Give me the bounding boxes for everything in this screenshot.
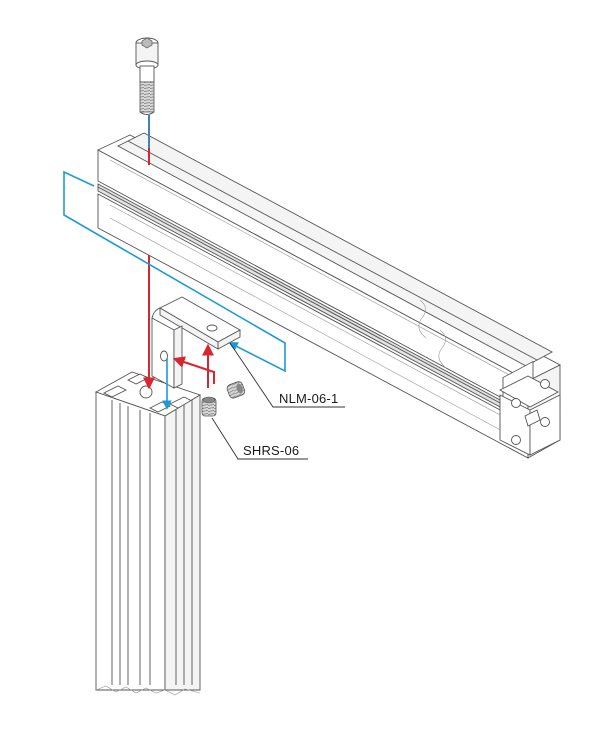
movement-arrows <box>63 115 286 410</box>
socket-head-cap-screw-icon <box>135 37 159 115</box>
label-nlm-06-1: NLM-06-1 <box>279 391 338 406</box>
beam-end-profile <box>499 360 561 459</box>
callout-nlm-06-1: NLM-06-1 <box>229 342 345 408</box>
label-shrs-06: SHRS-06 <box>243 443 299 458</box>
callout-shrs-06: SHRS-06 <box>211 417 308 460</box>
vertical-aluminum-extrusion <box>94 371 202 696</box>
l-bracket-icon <box>151 296 241 389</box>
setscrew-side-arrow <box>172 356 215 384</box>
beam-slide-arrow <box>63 170 286 373</box>
set-screw-icon <box>201 381 246 417</box>
break-line <box>418 299 447 369</box>
horizontal-aluminum-extrusion <box>96 132 561 459</box>
